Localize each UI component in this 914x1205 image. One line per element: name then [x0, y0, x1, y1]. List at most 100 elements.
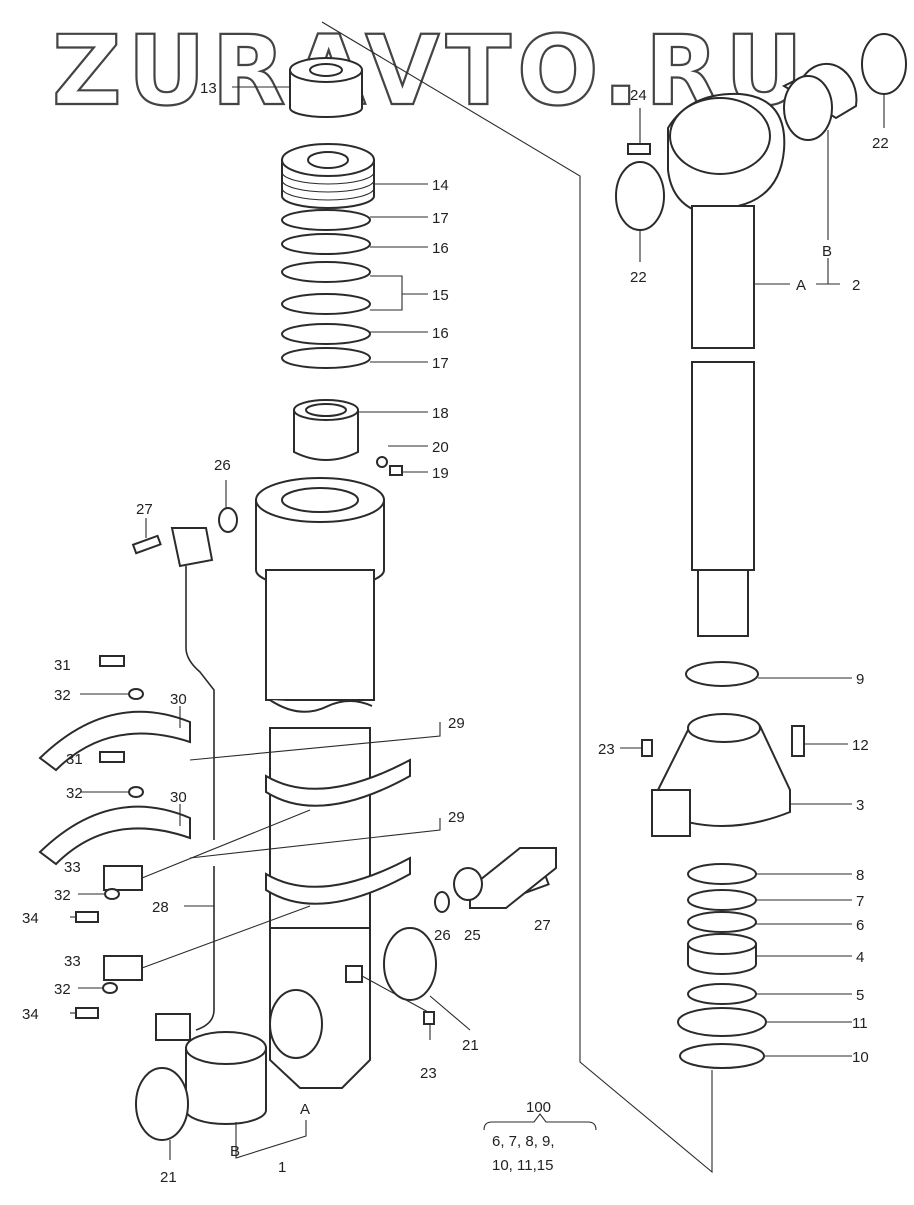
- part-31-bolt-a: [99, 655, 125, 667]
- piston-rod: [667, 92, 786, 637]
- callout-7: 7: [856, 893, 864, 910]
- tube-bushing: [185, 1031, 267, 1125]
- callout-29-upper: 29: [448, 715, 465, 732]
- callout-17-upper: 17: [432, 210, 449, 227]
- callout-11: 11: [852, 1015, 868, 1032]
- part-29-clamp-upper: [265, 758, 411, 807]
- part-9-ring: [685, 661, 759, 687]
- callout-16-lower: 16: [432, 325, 449, 342]
- callout-30-upper: 30: [170, 691, 187, 708]
- part-22-ring-right: [861, 33, 907, 95]
- callout-3: 3: [856, 797, 864, 814]
- letter-a-rod: A: [796, 277, 806, 294]
- callout-20: 20: [432, 439, 449, 456]
- part-23-grease-left: [423, 1011, 435, 1025]
- callout-19: 19: [432, 465, 449, 482]
- callout-32-upper: 32: [54, 687, 71, 704]
- callout-23-left: 23: [420, 1065, 437, 1082]
- callout-14: 14: [432, 177, 449, 194]
- elbow-fitting-bottom: [155, 1013, 191, 1041]
- part-21-ring-right: [383, 927, 437, 1001]
- callout-25: 25: [464, 927, 481, 944]
- callout-33-upper: 33: [64, 859, 81, 876]
- part-32-washer-c: [104, 888, 120, 900]
- callout-23-right: 23: [598, 741, 615, 758]
- assembly-path-line: [321, 21, 713, 1174]
- part-33-block-a: [103, 865, 143, 891]
- callout-32-middle: 32: [66, 785, 83, 802]
- letter-b-tube: B: [230, 1143, 240, 1160]
- part-14-gland: [281, 143, 375, 209]
- part-20-ball: [376, 456, 388, 468]
- callout-32-lower: 32: [54, 887, 71, 904]
- part-13-seal: [289, 57, 363, 118]
- callout-24: 24: [630, 87, 647, 104]
- callout-15: 15: [432, 287, 449, 304]
- callout-21-left: 21: [160, 1169, 177, 1186]
- callout-4: 4: [856, 949, 864, 966]
- leader-lines: [70, 86, 885, 1160]
- kit-number: 100: [526, 1099, 551, 1116]
- callout-26-top: 26: [214, 457, 231, 474]
- part-29-clamp-lower: [265, 856, 411, 905]
- callout-31-lower: 31: [66, 751, 83, 768]
- callout-34-lower: 34: [22, 1006, 39, 1023]
- part-24-grease-fitting: [627, 143, 651, 155]
- tube-port-boss: [345, 965, 363, 983]
- part-30-clamp-lower: [38, 805, 191, 866]
- part-34-bolt-b: [75, 1007, 99, 1019]
- callout-22-left: 22: [630, 269, 647, 286]
- seal-rings-stack: [281, 209, 371, 369]
- callout-28: 28: [152, 899, 169, 916]
- part-30-clamp-upper: [38, 710, 191, 772]
- part-26-oring-bottom: [434, 891, 450, 913]
- part-32-washer-a: [128, 688, 144, 700]
- callout-34-upper: 34: [22, 910, 39, 927]
- callout-1: 1: [278, 1159, 286, 1176]
- callout-16-upper: 16: [432, 240, 449, 257]
- callout-6: 6: [856, 917, 864, 934]
- part-28-pipe: [185, 566, 215, 840]
- part-3-piston: [651, 713, 791, 837]
- part-31-bolt-b: [99, 751, 125, 763]
- callout-5: 5: [856, 987, 864, 1004]
- part-19-screw: [389, 465, 403, 476]
- part-22-ring-left: [615, 161, 665, 231]
- callout-31-upper: 31: [54, 657, 71, 674]
- part-18-nut: [293, 399, 359, 461]
- letter-a-tube: A: [300, 1101, 310, 1118]
- kit-contents-line-2: 10, 11,15: [492, 1157, 553, 1174]
- watermark-text: ZURAVTO.RU: [52, 15, 809, 127]
- callout-21-right: 21: [462, 1037, 479, 1054]
- part-25-valve: [453, 847, 557, 909]
- cylinder-tube: [255, 477, 385, 1089]
- callout-29-lower: 29: [448, 809, 465, 826]
- callout-8: 8: [856, 867, 864, 884]
- part-21-ring-left: [135, 1067, 189, 1141]
- part-32-washer-b: [128, 786, 144, 798]
- callout-2: 2: [852, 277, 860, 294]
- part-26-oring-top: [218, 507, 238, 533]
- callout-33-lower: 33: [64, 953, 81, 970]
- callout-26-bottom: 26: [434, 927, 451, 944]
- callout-13: 13: [200, 80, 217, 97]
- callout-27-top: 27: [136, 501, 153, 518]
- part-32-washer-d: [102, 982, 118, 994]
- part-33-block-b: [103, 955, 143, 981]
- callout-27-bottom: 27: [534, 917, 551, 934]
- callout-17-lower: 17: [432, 355, 449, 372]
- callout-22-right: 22: [872, 135, 889, 152]
- callout-30-lower: 30: [170, 789, 187, 806]
- kit-contents-line-1: 6, 7, 8, 9,: [492, 1133, 555, 1150]
- callout-18: 18: [432, 405, 449, 422]
- piston-seal-stack: [677, 863, 767, 1069]
- callout-12: 12: [852, 737, 869, 754]
- callout-10: 10: [852, 1049, 869, 1066]
- rod-bushing: [781, 62, 858, 141]
- letter-b-rod: B: [822, 243, 832, 260]
- callout-labels: 13 14 17 16 15 16 17 18 20 19 26 27 31 3…: [22, 80, 889, 1186]
- elbow-fitting-top: [170, 527, 214, 568]
- part-12-bolt: [791, 725, 805, 757]
- part-23-grease-right: [641, 739, 653, 757]
